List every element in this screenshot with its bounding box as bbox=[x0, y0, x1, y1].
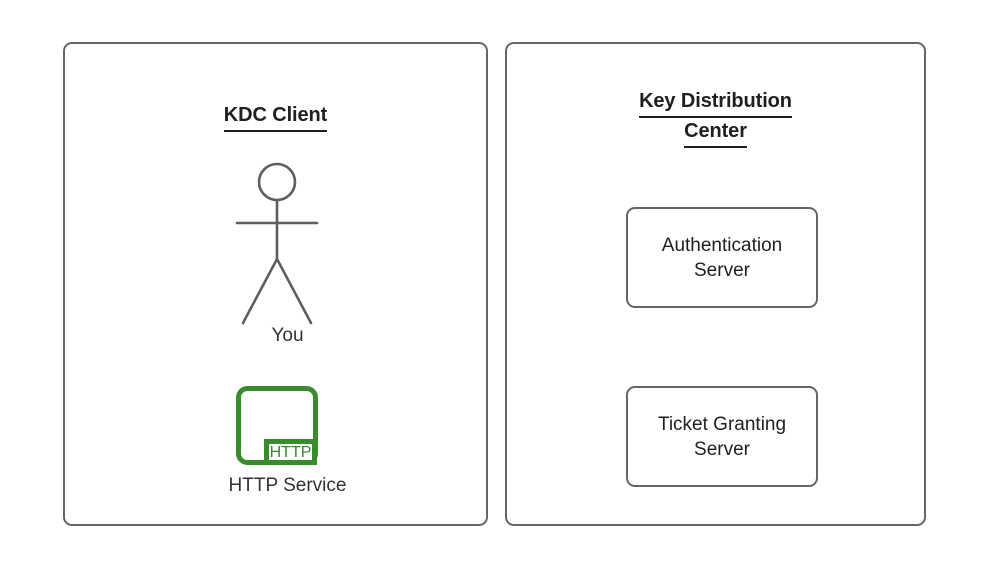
http-service-label: HTTP Service bbox=[228, 475, 347, 496]
ticket-granting-server-label: Ticket Granting Server bbox=[657, 413, 787, 460]
panel-title-kdc-client: KDC Client bbox=[65, 102, 486, 132]
http-window-icon: HTTP bbox=[236, 386, 318, 465]
panel-title-line: KDC Client bbox=[223, 102, 327, 132]
http-service-icon[interactable]: HTTP bbox=[235, 385, 320, 469]
panel-title-line: Key Distribution bbox=[639, 88, 792, 118]
http-badge-frame bbox=[264, 439, 317, 465]
stick-figure-leg-right bbox=[275, 257, 313, 325]
http-badge-text: HTTP bbox=[270, 444, 312, 461]
actor-you-figure[interactable] bbox=[227, 158, 347, 338]
panel-title-key-distribution-center: Key Distribution Center bbox=[507, 88, 924, 148]
ticket-granting-server-box[interactable]: Ticket Granting Server bbox=[626, 386, 818, 487]
actor-you-label: You bbox=[271, 325, 304, 346]
panel-key-distribution-center[interactable]: Key Distribution Center Authentication S… bbox=[505, 42, 926, 526]
panel-title-line: Center bbox=[684, 118, 747, 148]
stick-figure-icon bbox=[235, 162, 319, 325]
authentication-server-box[interactable]: Authentication Server bbox=[626, 207, 818, 308]
authentication-server-label: Authentication Server bbox=[661, 234, 783, 281]
stick-figure-head bbox=[257, 162, 297, 202]
stick-figure-leg-left bbox=[241, 257, 279, 325]
panel-kdc-client[interactable]: KDC Client You HT bbox=[63, 42, 488, 526]
